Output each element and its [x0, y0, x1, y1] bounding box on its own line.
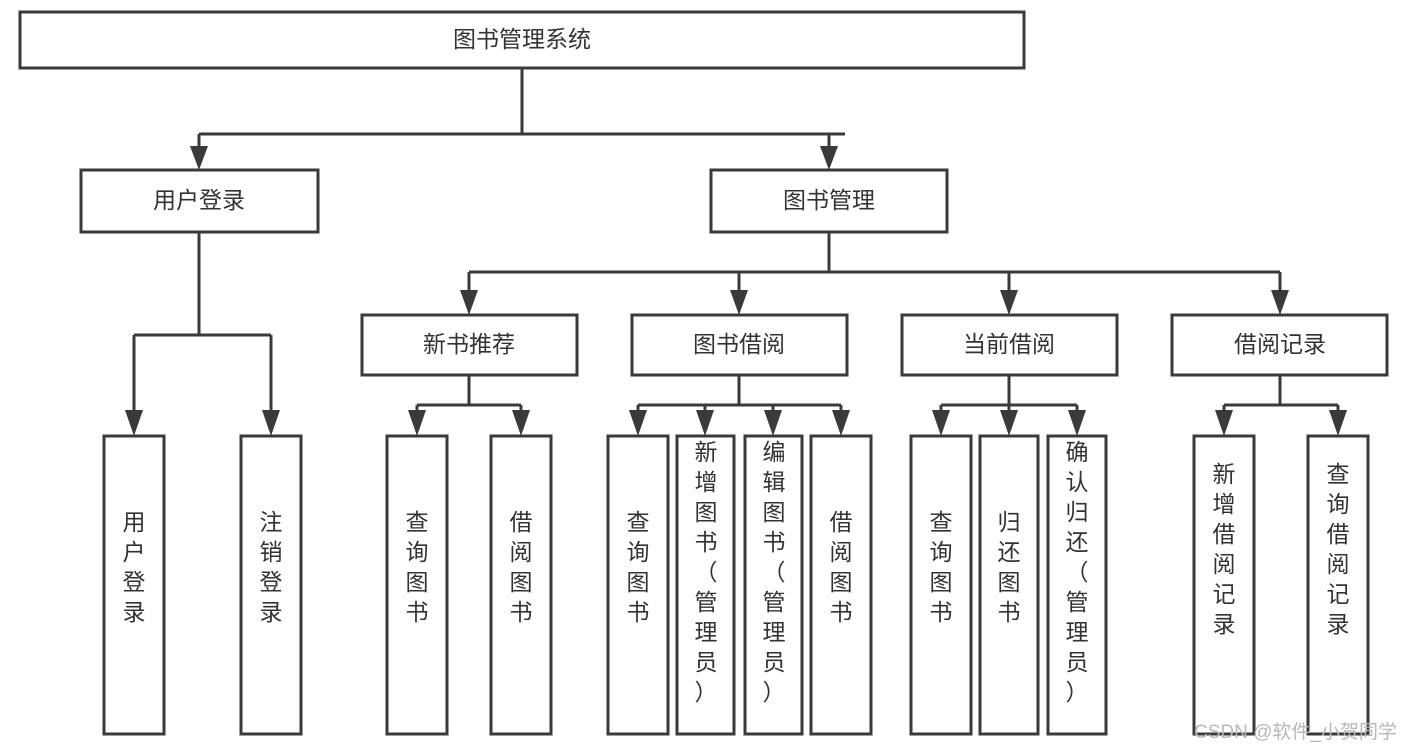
node-user-login[interactable]: 用户登录: [79, 168, 320, 234]
arrowhead-leaf-query-book-2: [629, 410, 647, 436]
node-leaf-logout-login-box[interactable]: [239, 434, 303, 736]
node-leaf-edit-book-label: 编辑图书（管理员）: [763, 439, 786, 705]
node-leaf-query-book-2-label: 查询图书: [627, 509, 650, 625]
node-new-book-recommend[interactable]: 新书推荐: [360, 313, 579, 377]
node-leaf-borrow-book-1-label: 借阅图书: [510, 509, 533, 625]
connector-new-book-recommend-branch: [415, 375, 523, 418]
node-book-borrow-label: 图书借阅: [693, 331, 785, 357]
connector-book-manage-branch: [467, 232, 1282, 298]
arrowhead-user-login: [190, 146, 208, 170]
arrowhead-leaf-confirm-return: [1068, 410, 1086, 436]
connectors-layer: [125, 68, 1347, 436]
arrowhead-leaf-edit-book: [764, 410, 782, 436]
node-leaf-return-book-box[interactable]: [978, 434, 1040, 736]
node-leaf-query-book-2-box[interactable]: [606, 434, 670, 736]
node-leaf-logout-login[interactable]: 注销登录: [239, 434, 303, 736]
node-leaf-borrow-book-1-box[interactable]: [489, 434, 553, 736]
node-book-borrow[interactable]: 图书借阅: [630, 313, 849, 377]
node-leaf-add-book-box[interactable]: [675, 434, 736, 736]
node-root[interactable]: 图书管理系统: [18, 10, 1026, 70]
node-leaf-return-book[interactable]: 归还图书: [978, 434, 1040, 736]
node-root-box[interactable]: [18, 10, 1026, 70]
node-leaf-borrow-book-2[interactable]: 借阅图书: [809, 434, 873, 736]
node-user-login-label: 用户登录: [153, 187, 245, 213]
node-leaf-query-record-box[interactable]: [1306, 434, 1370, 736]
node-leaf-query-book-3[interactable]: 查询图书: [909, 434, 973, 736]
node-leaf-borrow-book-2-box[interactable]: [809, 434, 873, 736]
connector-user-login-branch: [132, 232, 273, 418]
arrowhead-borrow-record: [1271, 290, 1289, 315]
node-leaf-query-book-1-box[interactable]: [385, 434, 449, 736]
arrowhead-leaf-query-record: [1329, 410, 1347, 436]
arrowhead-leaf-add-record: [1215, 410, 1233, 436]
arrowhead-new-book-recommend: [460, 290, 478, 315]
node-leaf-user-login[interactable]: 用户登录: [102, 434, 166, 736]
node-leaf-logout-login-label: 注销登录: [260, 509, 283, 625]
node-current-borrow[interactable]: 当前借阅: [900, 313, 1119, 377]
node-book-manage-label: 图书管理: [783, 187, 875, 213]
node-leaf-user-login-box[interactable]: [102, 434, 166, 736]
node-current-borrow-box[interactable]: [900, 313, 1119, 377]
arrowhead-leaf-add-book: [696, 410, 714, 436]
node-leaf-borrow-book-1[interactable]: 借阅图书: [489, 434, 553, 736]
node-new-book-recommend-box[interactable]: [360, 313, 579, 377]
node-leaf-add-record[interactable]: 新增借阅记录: [1192, 434, 1256, 736]
node-leaf-query-book-2[interactable]: 查询图书: [606, 434, 670, 736]
node-leaf-edit-book[interactable]: 编辑图书（管理员）: [743, 434, 804, 736]
node-user-login-box[interactable]: [79, 168, 320, 234]
node-root-label: 图书管理系统: [453, 26, 591, 52]
arrowhead-leaf-logout-login: [262, 410, 280, 436]
node-leaf-user-login-label: 用户登录: [123, 509, 146, 625]
node-leaf-confirm-return-label: 确认归还（管理员）: [1066, 439, 1089, 705]
node-book-manage-box[interactable]: [709, 168, 949, 234]
arrowhead-leaf-user-login: [125, 410, 143, 436]
arrowhead-leaf-borrow-book-1: [512, 410, 530, 436]
connector-book-borrow-branch: [636, 375, 843, 418]
arrowhead-current-borrow: [1000, 290, 1018, 315]
arrowhead-book-manage: [820, 146, 838, 170]
node-leaf-confirm-return[interactable]: 确认归还（管理员）: [1046, 434, 1108, 736]
node-leaf-confirm-return-box[interactable]: [1046, 434, 1108, 736]
arrowhead-leaf-query-book-3: [932, 410, 950, 436]
arrowhead-leaf-return-book: [1000, 410, 1018, 436]
node-leaf-add-book[interactable]: 新增图书（管理员）: [675, 434, 736, 736]
node-leaf-query-book-3-box[interactable]: [909, 434, 973, 736]
node-leaf-add-record-box[interactable]: [1192, 434, 1256, 736]
node-leaf-query-book-1[interactable]: 查询图书: [385, 434, 449, 736]
node-book-manage[interactable]: 图书管理: [709, 168, 949, 234]
node-leaf-return-book-label: 归还图书: [998, 509, 1021, 625]
node-borrow-record-label: 借阅记录: [1234, 331, 1326, 357]
node-leaf-borrow-book-2-label: 借阅图书: [830, 509, 853, 625]
connector-root-trunk: [197, 68, 845, 155]
node-leaf-query-book-3-label: 查询图书: [930, 509, 953, 625]
node-leaf-edit-book-box[interactable]: [743, 434, 804, 736]
node-new-book-recommend-label: 新书推荐: [423, 331, 515, 357]
arrowhead-leaf-borrow-book-2: [832, 410, 850, 436]
node-borrow-record[interactable]: 借阅记录: [1170, 313, 1389, 377]
node-leaf-add-record-label: 新增借阅记录: [1213, 461, 1236, 637]
node-book-borrow-box[interactable]: [630, 313, 849, 377]
arrowhead-leaf-query-book-1: [408, 410, 426, 436]
node-leaf-query-record-label: 查询借阅记录: [1327, 461, 1350, 637]
node-current-borrow-label: 当前借阅: [963, 331, 1055, 357]
connector-borrow-record-branch: [1222, 375, 1340, 418]
arrowhead-book-borrow: [730, 290, 748, 315]
node-leaf-add-book-label: 新增图书（管理员）: [695, 439, 718, 705]
node-leaf-query-record[interactable]: 查询借阅记录: [1306, 434, 1370, 736]
node-borrow-record-box[interactable]: [1170, 313, 1389, 377]
node-leaf-query-book-1-label: 查询图书: [406, 509, 429, 625]
